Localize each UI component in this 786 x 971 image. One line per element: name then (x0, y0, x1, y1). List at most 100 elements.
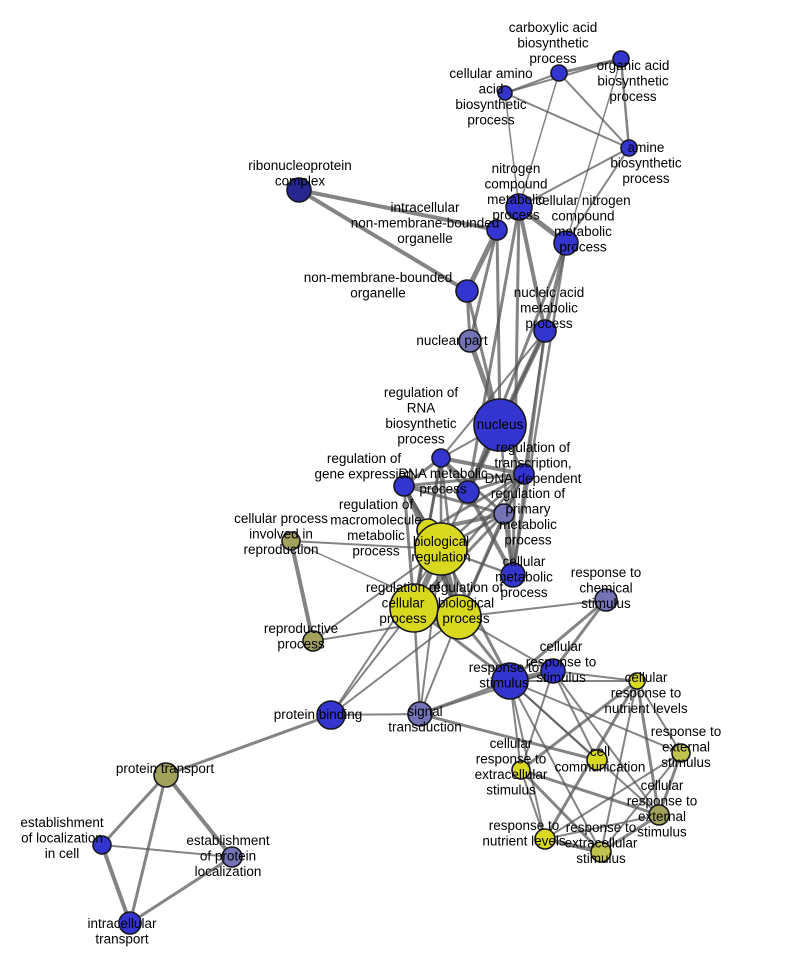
node-cellular-amino[interactable] (497, 85, 513, 101)
edge-cellular-response-stimulus--cellular-resp-nutrient (552, 670, 638, 682)
edge-layer (100, 57, 683, 925)
node-protein-transport[interactable] (153, 762, 179, 788)
edge-cellular-resp-extracell--cellular-resp-external (519, 768, 661, 817)
edge-nucleic-acid--cellular-metabolic (511, 329, 547, 577)
edge-intracellular-nmb--nucleus (495, 228, 502, 427)
edge-cellular-amino--nitrogen (504, 92, 520, 208)
edge-resp-external--resp-extracell (600, 752, 682, 853)
node-protein-binding[interactable] (316, 700, 346, 730)
edge-organic--amine (619, 57, 631, 150)
edge-biological-reg--signal-transduction (419, 548, 442, 715)
node-cellular-nitrogen[interactable] (553, 230, 579, 256)
edge-response-stimulus--resp-nutrient (509, 680, 546, 840)
node-organic[interactable] (612, 50, 630, 68)
node-reg-biological[interactable] (436, 594, 482, 640)
node-cellular-response-stimulus[interactable] (540, 658, 566, 684)
node-cellular-resp-nutrient[interactable] (628, 672, 646, 690)
edge-cellular-response-stimulus--cell-comm (552, 670, 598, 761)
edge-cellular-resp-nutrient--cellular-resp-external (635, 679, 661, 817)
edge-intracellular-transport--est-protein-local (128, 855, 234, 925)
edge-amine--nitrogen (518, 147, 630, 208)
node-resp-extracell[interactable] (590, 841, 612, 863)
node-signal-transduction[interactable] (407, 701, 433, 727)
edge-signal-transduction--cellular-response-stimulus (419, 670, 554, 715)
node-layer (92, 50, 691, 935)
edge-cell-comm--signal-transduction (418, 712, 599, 762)
node-reg-transcription[interactable] (513, 463, 535, 485)
node-reg-primary[interactable] (493, 503, 515, 525)
node-resp-nutrient[interactable] (534, 828, 556, 850)
node-rna-metabolic[interactable] (456, 480, 480, 504)
edge-cellular-resp-extracell--resp-nutrient (520, 769, 546, 840)
edge-nitrogen--rna-metabolic (466, 205, 521, 494)
node-resp-external[interactable] (671, 743, 691, 763)
node-reg-cellular[interactable] (389, 583, 439, 633)
edge-resp-extracell--cellular-resp-external (599, 813, 661, 854)
edge-response-stimulus--resp-external (509, 680, 682, 754)
node-response-stimulus[interactable] (491, 662, 529, 700)
node-nmb-organelle[interactable] (455, 279, 479, 303)
edge-reg-rna-biosyn--reg-transcription (439, 456, 526, 476)
edge-protein-binding--reg-biological (330, 616, 460, 716)
edge-response-stimulus--cellular-resp-external (509, 680, 660, 816)
edge-protein-binding--protein-transport (164, 713, 333, 777)
node-reproductive-process[interactable] (302, 630, 324, 652)
edge-cellular-resp-nutrient--resp-external (636, 680, 682, 754)
edge-reg-transcription--reg-gene-expr (402, 472, 526, 488)
edge-ribonucleoprotein--nmb-organelle (297, 188, 469, 293)
edge-reg-transcription--reg-cellular (412, 472, 526, 610)
node-reg-gene-expr[interactable] (393, 475, 415, 497)
edge-cellular-resp-extracell--resp-extracell (519, 768, 603, 854)
node-reg-rna-biosyn[interactable] (431, 448, 451, 468)
node-cellular-process-repro[interactable] (281, 531, 301, 551)
edge-rna-metabolic--cellular-metabolic (466, 490, 515, 577)
node-ribonucleoprotein[interactable] (286, 177, 312, 203)
node-biological-reg[interactable] (414, 522, 468, 576)
edge-response-chemical--cellular-response-stimulus (551, 598, 608, 673)
edge-organic--cellular-nitrogen (565, 58, 622, 244)
edge-est-local-cell--intracellular-transport (100, 843, 132, 925)
node-cellular-resp-extracell[interactable] (511, 760, 531, 780)
node-intracellular-nmb[interactable] (486, 219, 508, 241)
node-nucleus[interactable] (473, 398, 527, 452)
node-cellular-metabolic[interactable] (500, 562, 526, 588)
node-amine[interactable] (620, 139, 638, 157)
edge-est-local-cell--est-protein-local (101, 844, 233, 858)
edge-resp-external--cellular-resp-external (657, 751, 683, 817)
node-est-protein-local[interactable] (221, 846, 243, 868)
node-nuclear-part[interactable] (458, 329, 482, 353)
node-cellular-resp-external[interactable] (648, 804, 670, 826)
node-response-chemical[interactable] (594, 588, 618, 612)
edge-cellular-amino--amine (504, 92, 630, 149)
node-est-local-cell[interactable] (92, 835, 112, 855)
edge-response-chemical--reg-biological (458, 599, 607, 618)
node-nitrogen[interactable] (505, 193, 533, 221)
node-nucleic-acid[interactable] (533, 319, 557, 343)
edge-reg-gene-expr--reg-primary (402, 484, 506, 516)
edge-reg-transcription--reg-macromol (426, 472, 526, 532)
node-carboxylic[interactable] (550, 64, 568, 82)
edge-cellular-response-stimulus--cellular-resp-extracell (520, 670, 554, 771)
edge-cellular-response-stimulus--cellular-resp-external (552, 670, 660, 816)
node-cell-comm[interactable] (586, 749, 608, 771)
node-intracellular-transport[interactable] (118, 911, 142, 935)
edge-amine--cellular-nitrogen (565, 147, 630, 244)
edge-nucleic-acid--reg-rna-biosyn (440, 330, 546, 459)
edge-ribonucleoprotein--intracellular-nmb (297, 188, 499, 232)
edge-resp-nutrient--cellular-resp-external (544, 814, 660, 840)
edge-cellular-resp-nutrient--cellular-resp-extracell (519, 679, 639, 772)
edge-resp-external--resp-nutrient (544, 752, 682, 840)
edge-protein-transport--est-local-cell (100, 773, 168, 847)
